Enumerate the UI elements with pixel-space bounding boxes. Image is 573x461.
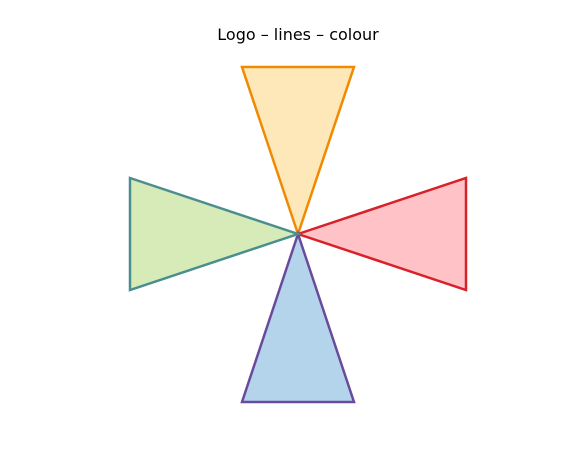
figure-title: Logo – lines – colour: [217, 25, 379, 44]
bottom-triangle: [240, 230, 356, 404]
left-triangle: [128, 176, 302, 292]
top-triangle: [240, 65, 356, 238]
right-triangle: [294, 176, 468, 292]
